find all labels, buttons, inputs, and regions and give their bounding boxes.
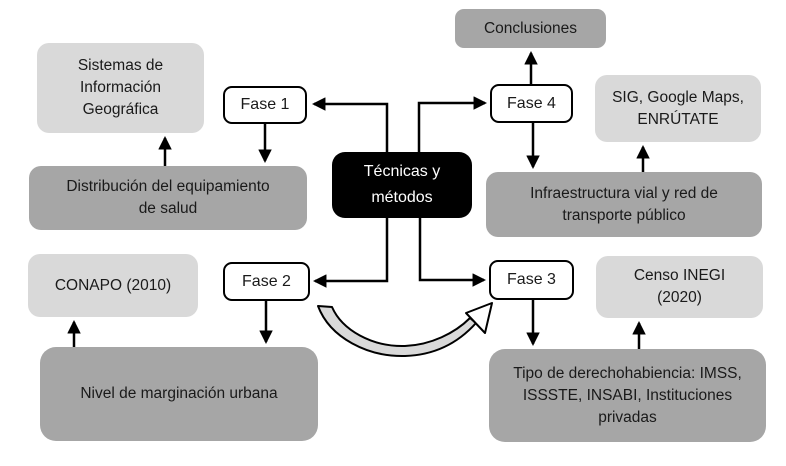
node-sistemas: Sistemas de Información Geográfica [37, 43, 204, 133]
node-conclusiones-label: Conclusiones [483, 19, 578, 37]
node-fase2: Fase 2 [223, 262, 310, 301]
node-tipo-label: Tipo de derechohabiencia: IMSS, ISSSTE, … [513, 364, 742, 426]
node-censo: Censo INEGI (2020) [596, 256, 763, 318]
node-censo-label: Censo INEGI (2020) [633, 267, 726, 306]
node-nivel: Nivel de marginación urbana [40, 347, 318, 441]
node-conapo-label: CONAPO (2010) [54, 276, 172, 294]
node-tecnicas-metodos-label: Técnicas y métodos [363, 163, 441, 206]
node-sistemas-label: Sistemas de Información Geográfica [77, 57, 164, 118]
node-conapo: CONAPO (2010) [28, 254, 198, 317]
node-sig-label: SIG, Google Maps, ENRÚTATE [612, 88, 744, 128]
node-fase4: Fase 4 [490, 84, 573, 123]
curved-arrow-fase2-to-fase3 [317, 302, 493, 358]
arrow-center-to-fase2 [312, 218, 389, 288]
node-nivel-label: Nivel de marginación urbana [80, 385, 278, 402]
node-fase3-label: Fase 3 [507, 271, 556, 288]
node-sig: SIG, Google Maps, ENRÚTATE [595, 75, 761, 142]
node-tecnicas-metodos: Técnicas y métodos [332, 152, 472, 218]
node-infraestructura: Infraestructura vial y red de transporte… [486, 172, 762, 237]
arrow-center-to-fase1 [311, 97, 389, 152]
node-distribucion-label: Distribución del equipamiento de salud [66, 178, 270, 217]
node-fase4-label: Fase 4 [507, 94, 556, 112]
node-fase1-label: Fase 1 [240, 96, 290, 113]
arrow-center-to-fase4 [417, 96, 488, 152]
node-tipo: Tipo de derechohabiencia: IMSS, ISSSTE, … [489, 349, 766, 442]
arrow-center-to-fase3 [418, 218, 487, 287]
node-fase3: Fase 3 [489, 260, 574, 300]
node-infraestructura-label: Infraestructura vial y red de transporte… [530, 184, 718, 224]
node-conclusiones: Conclusiones [455, 9, 606, 48]
node-fase2-label: Fase 2 [242, 272, 291, 290]
node-distribucion: Distribución del equipamiento de salud [29, 166, 307, 230]
node-fase1: Fase 1 [223, 86, 307, 124]
